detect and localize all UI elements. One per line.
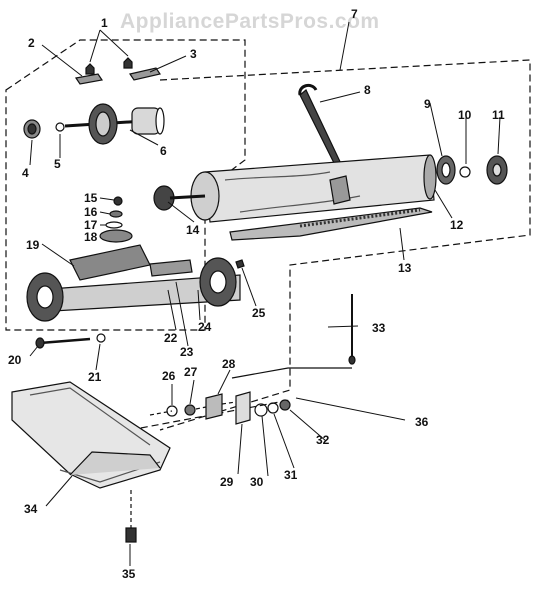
part-30-washer [254, 403, 268, 417]
part-13-bristle-strip [229, 207, 433, 241]
part-33-rod [348, 294, 356, 365]
callout-21: 21 [88, 370, 102, 384]
part-14-shaft-end [153, 185, 206, 211]
parts-15-18-stack [99, 196, 133, 243]
callout-12: 12 [450, 218, 464, 232]
part-31-washer [267, 402, 279, 414]
callout-27: 27 [184, 365, 198, 379]
part-12-brushroll [190, 154, 437, 223]
callout-24: 24 [198, 320, 212, 334]
part-28-bracket [205, 393, 223, 420]
part-26-washer [166, 405, 178, 417]
callout-14: 14 [186, 223, 200, 237]
callout-11: 11 [492, 108, 505, 122]
callout-17: 17 [84, 218, 98, 232]
leader-lines [29, 21, 501, 566]
callout-4: 4 [22, 166, 29, 180]
callout-18: 18 [84, 230, 98, 244]
callout-23: 23 [180, 345, 194, 359]
callout-28: 28 [222, 357, 236, 371]
callout-labels: 1 2 3 4 5 6 7 8 9 10 11 12 13 14 15 16 1… [8, 7, 505, 581]
callout-9: 9 [424, 97, 431, 111]
callout-16: 16 [84, 205, 98, 219]
callout-26: 26 [162, 369, 176, 383]
callout-13: 13 [398, 261, 412, 275]
part-27-nut [184, 404, 196, 416]
part-35-screw [125, 490, 137, 543]
callout-20: 20 [8, 353, 22, 367]
part-20-screw [35, 337, 91, 349]
part-32-nut [279, 399, 291, 411]
callout-8: 8 [364, 83, 371, 97]
callout-25: 25 [252, 306, 266, 320]
callout-10: 10 [458, 108, 472, 122]
callout-15: 15 [84, 191, 98, 205]
part-34-bottom-plate [11, 381, 171, 489]
part-1-screws [85, 57, 133, 75]
callout-29: 29 [220, 475, 234, 489]
part-6-gear-roller [64, 103, 165, 145]
callout-19: 19 [26, 238, 40, 252]
brushroll-assembly-outline [159, 59, 531, 431]
part-29-bracket [235, 391, 251, 425]
callout-7: 7 [351, 7, 358, 21]
part-5-washer [55, 122, 65, 132]
callout-1: 1 [101, 16, 108, 30]
part-25-screw [235, 259, 245, 269]
part-4-cap [23, 119, 41, 139]
part-9-end-cap [436, 155, 456, 185]
callout-35: 35 [122, 567, 136, 581]
callout-5: 5 [54, 157, 61, 171]
callout-36: 36 [415, 415, 429, 429]
part-10-washer [459, 166, 471, 178]
part-11-bearing [486, 155, 508, 185]
callout-6: 6 [160, 144, 167, 158]
callout-31: 31 [284, 468, 298, 482]
callout-30: 30 [250, 475, 264, 489]
part-21-washer [96, 333, 106, 343]
callout-3: 3 [190, 47, 197, 61]
callout-34: 34 [24, 502, 38, 516]
callout-2: 2 [28, 36, 35, 50]
callout-32: 32 [316, 433, 330, 447]
part-19-base-nozzle [26, 244, 241, 322]
part-2-clip [74, 73, 104, 85]
watermark: AppliancePartsPros.com [120, 10, 380, 33]
callout-33: 33 [372, 321, 386, 335]
callout-22: 22 [164, 331, 178, 345]
